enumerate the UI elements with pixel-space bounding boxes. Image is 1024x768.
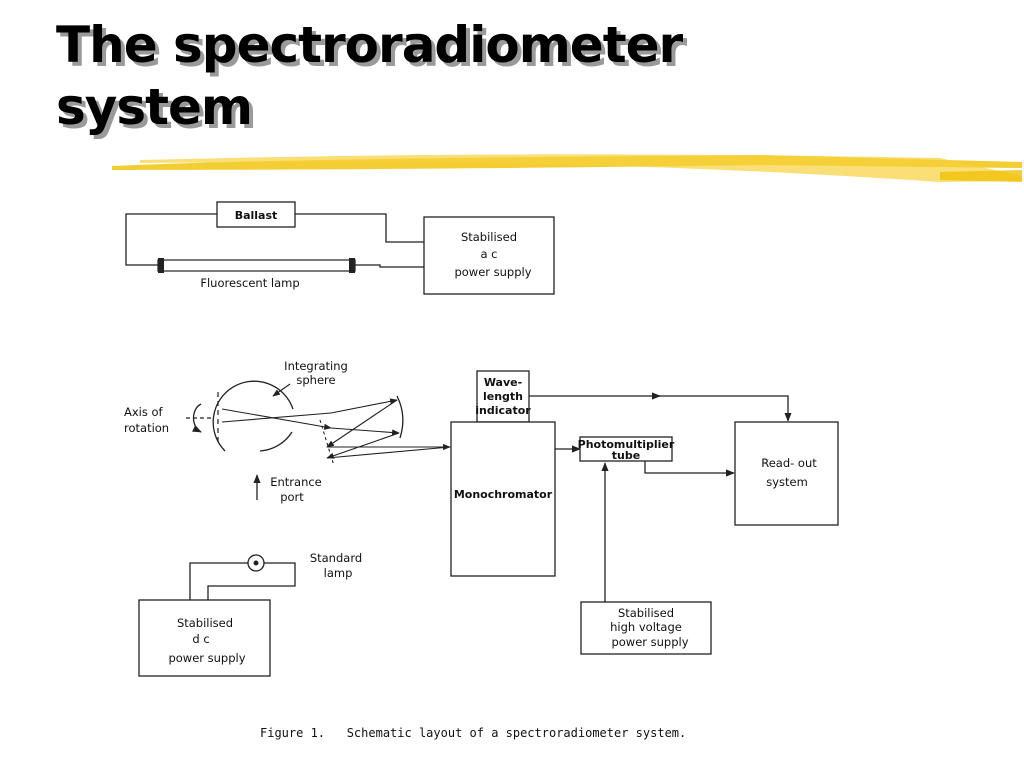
slide-title: The spectroradiometer system xyxy=(56,14,683,138)
ac-supply-box xyxy=(423,216,555,295)
fluorescent-lamp-label: Fluorescent lamp xyxy=(200,276,299,290)
axis-of-rotation-line-2: rotation xyxy=(124,421,169,435)
ac-supply-line-1: Stabilised xyxy=(461,230,517,244)
light-ray-2 xyxy=(221,412,332,423)
standard-lamp-line-2: lamp xyxy=(324,566,353,580)
wire-dc-lamp-left xyxy=(189,562,248,600)
wire-ballast-supply xyxy=(295,213,424,243)
wavelength-to-readout-line xyxy=(658,395,792,422)
light-ray-3 xyxy=(330,398,398,414)
wire-lamp-supply xyxy=(355,264,424,268)
monochromator-label: Monochromator xyxy=(454,488,553,501)
light-ray-6 xyxy=(326,432,400,459)
ac-supply-line-3: power supply xyxy=(454,265,531,279)
light-ray-5 xyxy=(326,399,398,448)
slide-title-line-2: system xyxy=(56,78,253,136)
title-underline xyxy=(112,154,1022,182)
pmt-to-readout-arrow xyxy=(644,461,735,477)
integrating-sphere-lower-arc xyxy=(259,431,293,452)
hv-supply-box xyxy=(580,601,712,655)
wavelength-indicator-line-3: indicator xyxy=(475,404,531,417)
monochromator-section: Wave- length indicator Monochromator Pho… xyxy=(450,370,839,655)
readout-box xyxy=(734,421,839,526)
photomultiplier-box xyxy=(579,436,673,462)
integrating-sphere-line-2: sphere xyxy=(296,373,335,387)
hv-supply-line-1: Stabilised xyxy=(618,606,674,620)
entrance-port-line-1: Entrance xyxy=(270,475,322,489)
wavelength-indicator-box xyxy=(476,370,530,423)
tube-end-right xyxy=(349,258,355,273)
figure-caption: Figure 1. Schematic layout of a spectror… xyxy=(260,726,686,740)
readout-line-2: system xyxy=(766,475,808,489)
photomultiplier-line-1: Photomultiplier xyxy=(578,438,675,451)
rotation-arrow xyxy=(192,403,202,433)
wavelength-indicator-line-1: Wave- xyxy=(484,376,522,389)
dc-supply-line-3: power supply xyxy=(168,651,245,665)
standard-lamp-line-1: Standard xyxy=(310,551,362,565)
wire-dc-lamp-right xyxy=(207,562,296,600)
integrating-sphere-optics: Integrating sphere Axis of rotation Entr… xyxy=(124,359,451,504)
tube-end-left xyxy=(158,258,164,273)
photomultiplier-line-2: tube xyxy=(612,449,640,462)
standard-lamp-circuit: Standard lamp Stabilised d c power suppl… xyxy=(138,551,362,677)
dc-supply-line-1: Stabilised xyxy=(177,616,233,630)
integrating-sphere-circle xyxy=(212,380,294,452)
fluorescent-tube xyxy=(157,259,356,272)
standard-lamp-filament xyxy=(253,560,259,566)
light-ray-8 xyxy=(326,446,451,459)
dc-supply-box xyxy=(138,599,271,677)
wire-ballast-lamp xyxy=(125,213,217,266)
light-ray-1 xyxy=(221,408,332,430)
integrating-sphere-line-1: Integrating xyxy=(284,359,348,373)
monochromator-box xyxy=(450,421,556,577)
hv-supply-line-3: power supply xyxy=(611,635,688,649)
concave-mirror xyxy=(396,395,404,439)
wavelength-indicator-line-2: length xyxy=(483,390,523,403)
sphere-pointer-arrow xyxy=(272,383,291,397)
ballast-box xyxy=(216,201,296,228)
light-ray-4 xyxy=(330,427,400,436)
axis-of-rotation-line-1: Axis of xyxy=(124,405,164,419)
ac-supply-line-2: a c xyxy=(480,247,497,261)
dc-supply-line-2: d c xyxy=(192,632,209,646)
hv-supply-line-2: high voltage xyxy=(610,620,682,634)
readout-line-1: Read- out xyxy=(761,456,817,470)
slide-title-line-1: The spectroradiometer xyxy=(56,16,683,74)
entrance-port-line-2: port xyxy=(280,490,304,504)
ballast-label: Ballast xyxy=(235,209,278,222)
fluorescent-lamp-circuit: Ballast Fluorescent lamp Stabilised a c … xyxy=(125,201,555,295)
